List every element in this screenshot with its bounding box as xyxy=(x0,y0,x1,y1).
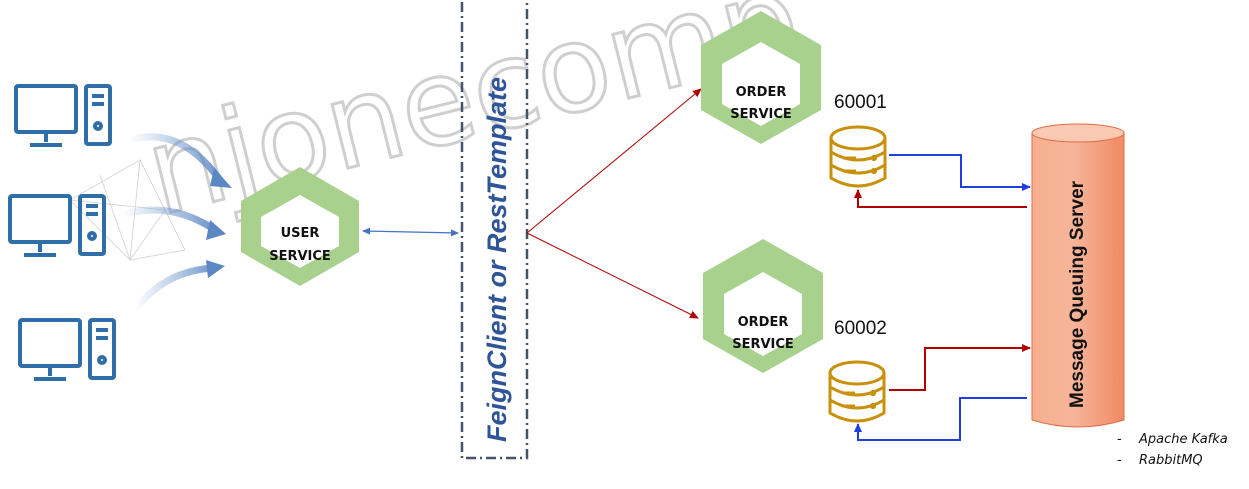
watermark-text: njonecomp xyxy=(133,0,812,243)
queue-options-list: - Apache Kafka - RabbitMQ xyxy=(1117,432,1228,468)
order-service-2-port: 60002 xyxy=(834,318,887,339)
database-icon xyxy=(828,360,886,423)
queue-option-dash: - xyxy=(1117,432,1122,447)
message-queue-server: Message Queuing Server xyxy=(1031,123,1125,428)
order-service-2-node: ORDER SERVICE xyxy=(703,239,823,373)
route-arrow-order-2 xyxy=(526,232,699,319)
queue-to-db2-arrow xyxy=(854,397,1027,441)
desktop-computer-icon xyxy=(18,318,116,381)
queue-to-db1-arrow xyxy=(854,189,1027,208)
message-queue-label: Message Queuing Server xyxy=(1067,180,1088,408)
database-2 xyxy=(828,360,886,423)
order-service-1-node: ORDER SERVICE xyxy=(701,11,821,144)
queue-option-kafka: Apache Kafka xyxy=(1138,432,1228,447)
queue-option-rabbitmq: RabbitMQ xyxy=(1139,453,1203,468)
db1-to-queue-arrow xyxy=(889,154,1031,191)
order-service-2-label-line1: ORDER xyxy=(738,315,789,330)
order-service-1-label-line2: SERVICE xyxy=(730,107,792,122)
user-service-node: USER SERVICE xyxy=(241,167,359,286)
db2-to-queue-arrow xyxy=(889,344,1031,391)
client-computer-2 xyxy=(8,194,106,257)
user-service-label-line1: USER xyxy=(281,226,320,241)
order-service-2-label-line2: SERVICE xyxy=(732,337,794,352)
route-arrow-order-1 xyxy=(526,88,702,234)
request-arrow-2 xyxy=(118,206,219,234)
request-arrow-3 xyxy=(131,264,219,314)
database-1 xyxy=(829,125,887,188)
client-request-arrows xyxy=(118,133,224,314)
middleware-label: FeignClient or RestTemplate xyxy=(482,77,512,442)
order-service-1-label-line1: ORDER xyxy=(736,85,787,100)
database-icon xyxy=(829,125,887,188)
desktop-computer-icon xyxy=(8,194,106,257)
client-computer-3 xyxy=(18,318,116,381)
request-arrow-1 xyxy=(126,133,224,184)
user-middleware-arrow xyxy=(362,227,459,237)
client-computer-1 xyxy=(14,84,112,147)
user-service-label-line2: SERVICE xyxy=(269,249,331,264)
middleware-box: FeignClient or RestTemplate xyxy=(460,0,529,460)
desktop-computer-icon xyxy=(14,84,112,147)
queue-option-dash: - xyxy=(1117,453,1122,468)
order-service-1-port: 60001 xyxy=(834,92,887,113)
